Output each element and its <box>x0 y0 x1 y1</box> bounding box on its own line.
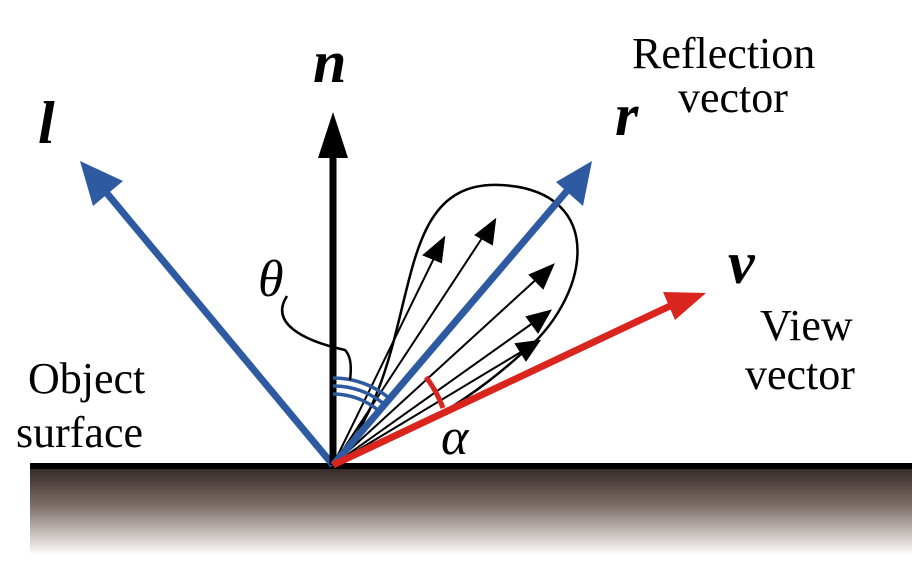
fan-ray-arrowhead-icon <box>514 339 542 362</box>
fan-ray-arrowhead-icon <box>422 235 446 264</box>
normal-vector-label: n <box>313 29 346 95</box>
reflection-caption-line2: vector <box>678 73 788 122</box>
alpha-label: α <box>441 409 470 466</box>
view-caption-line1: View <box>760 301 853 350</box>
fan-ray-arrowhead-icon <box>474 217 497 246</box>
reflection-vector-label: r <box>615 82 639 148</box>
view-vector <box>331 292 706 469</box>
fan-ray <box>332 251 438 466</box>
normal-vector <box>318 112 348 465</box>
arrow-up-left-icon <box>80 161 123 206</box>
arrow-right-icon <box>663 292 706 320</box>
light-vector <box>80 161 336 468</box>
theta-label: θ <box>258 251 284 308</box>
fan-ray-arrowhead-icon <box>525 309 553 334</box>
theta-leader-line <box>280 295 353 381</box>
object-surface <box>30 465 912 555</box>
theta-arcs <box>332 376 391 413</box>
view-caption-line2: vector <box>745 350 855 399</box>
alpha-arc <box>423 375 446 409</box>
reflection-caption-line1: Reflection <box>632 29 815 78</box>
view-vector-label: v <box>728 230 756 296</box>
light-vector-label: l <box>38 90 55 156</box>
arrow-up-right-icon <box>556 161 592 206</box>
fan-ray <box>332 231 487 466</box>
arrow-up-icon <box>318 112 348 158</box>
surface-caption-line2: surface <box>16 408 143 457</box>
reflection-fan <box>332 217 555 466</box>
reflection-vector <box>330 161 592 468</box>
fan-ray <box>332 274 542 466</box>
fan-ray-arrowhead-icon <box>528 263 555 290</box>
fan-ray <box>332 348 527 466</box>
surface-caption-line1: Object <box>28 354 145 403</box>
